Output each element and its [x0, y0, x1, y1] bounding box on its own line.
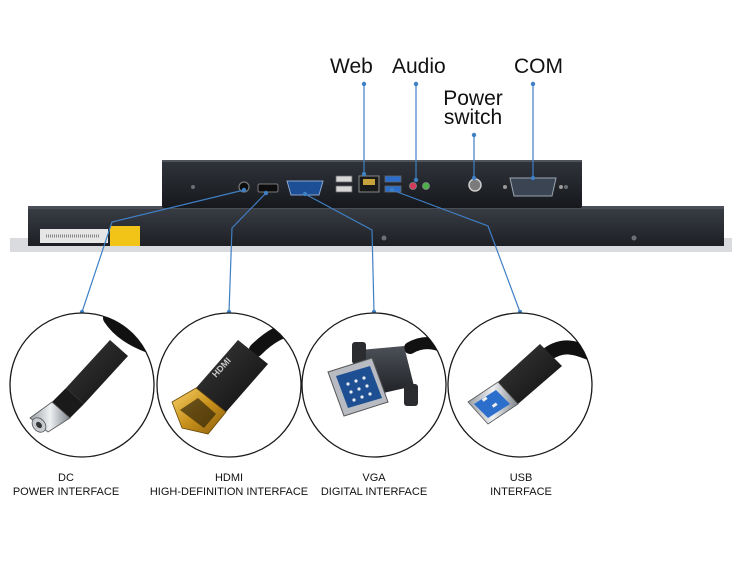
web-label: Web — [330, 55, 373, 78]
screw-icon — [564, 185, 568, 189]
power-switch-label: Power switch — [443, 87, 503, 129]
usb-caption-line1: USB — [509, 472, 533, 484]
hdmi-port — [257, 183, 279, 193]
power-switch-label-line2: switch — [443, 106, 503, 129]
product-panel — [10, 160, 732, 252]
hdmi-caption-line1: HDMI — [214, 472, 244, 484]
top-leader-lines — [363, 84, 534, 180]
screw-icon — [191, 185, 195, 189]
screw-icon — [381, 235, 387, 241]
usb-port — [335, 175, 353, 183]
dc-caption-line2: POWER INTERFACE — [12, 486, 120, 498]
warranty-tag — [110, 226, 140, 246]
power-switch-button — [468, 178, 482, 192]
audio-label: Audio — [392, 55, 446, 78]
com-port — [509, 177, 557, 197]
usb-caption: USB INTERFACE — [441, 471, 601, 499]
hdmi-caption: HDMI HIGH-DEFINITION INTERFACE — [144, 471, 314, 499]
hdmi-plug-icon: HDMI — [156, 312, 302, 458]
usb-caption-line2: INTERFACE — [490, 486, 552, 498]
com-label: COM — [514, 55, 563, 78]
usb3-port — [384, 175, 402, 183]
bottom-leader-lines — [81, 189, 521, 313]
vga-plug-icon — [301, 312, 447, 458]
hdmi-caption-line2: HIGH-DEFINITION INTERFACE — [149, 486, 309, 498]
screw-icon — [631, 235, 637, 241]
vga-caption-line1: VGA — [362, 472, 386, 484]
audio-line-port — [422, 182, 430, 190]
vga-caption: VGA DIGITAL INTERFACE — [294, 471, 454, 499]
usb-port — [335, 185, 353, 193]
dc-caption-line1: DC — [58, 472, 74, 484]
power-switch-label-line1: Power — [443, 87, 503, 110]
audio-mic-port — [409, 182, 417, 190]
vga-port — [286, 180, 324, 196]
vga-caption-line2: DIGITAL INTERFACE — [320, 486, 428, 498]
dc-power-plug-icon — [9, 312, 155, 458]
usb-plug-icon — [447, 312, 593, 458]
dc-caption: DC POWER INTERFACE — [0, 471, 146, 499]
panel-bezel — [28, 206, 724, 246]
